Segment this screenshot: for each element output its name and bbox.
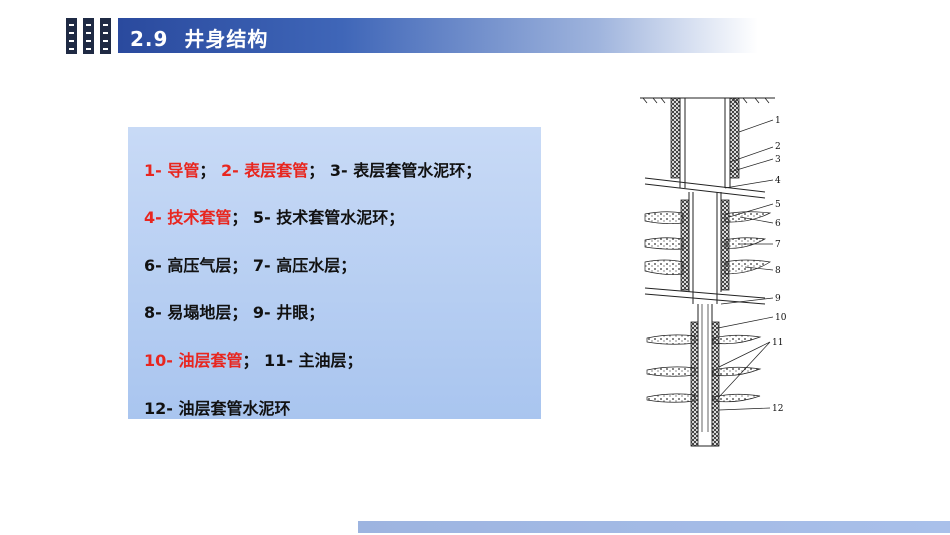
diagram-label-1: 1 bbox=[775, 116, 781, 126]
diagram-label-6: 6 bbox=[775, 219, 781, 229]
diagram-label-4: 4 bbox=[775, 176, 781, 186]
diagram-label-9: 9 bbox=[775, 294, 781, 304]
legend-line-3: 6- 高压气层； 7- 高压水层； bbox=[144, 252, 356, 276]
footer-bar bbox=[358, 521, 950, 533]
diagram-label-10: 10 bbox=[775, 313, 787, 323]
title-bar: 2.9 井身结构 bbox=[118, 18, 758, 53]
legend-line-6: 12- 油层套管水泥环 bbox=[144, 395, 290, 419]
legend-text: 6- 高压气层； 7- 高压水层； bbox=[144, 256, 357, 275]
legend-line-2: 4- 技术套管； 5- 技术套管水泥环； bbox=[144, 204, 404, 228]
section-number: 2.9 bbox=[130, 27, 169, 51]
legend-text: 2- 表层套管 bbox=[220, 161, 309, 180]
wellbore-diagram: 1 2 3 4 5 6 7 8 9 10 11 12 bbox=[640, 97, 787, 447]
diagram-label-5: 5 bbox=[775, 200, 781, 210]
legend-text: 8- 易塌地层； 9- 井眼； bbox=[144, 303, 325, 322]
diagram-label-11: 11 bbox=[772, 338, 783, 348]
section-title: 井身结构 bbox=[184, 27, 269, 51]
legend-line-4: 8- 易塌地层； 9- 井眼； bbox=[144, 299, 324, 323]
legend-text: ； 11- 主油层； bbox=[242, 351, 363, 370]
logo-icon bbox=[66, 18, 112, 54]
legend-text: 12- 油层套管水泥环 bbox=[144, 399, 291, 418]
diagram-label-3: 3 bbox=[775, 155, 781, 165]
legend-line-1: 1- 导管； 2- 表层套管； 3- 表层套管水泥环； bbox=[144, 157, 481, 181]
legend-text: 1- 导管 bbox=[144, 161, 200, 180]
legend-box: 1- 导管； 2- 表层套管； 3- 表层套管水泥环； 4- 技术套管； 5- … bbox=[128, 127, 541, 419]
diagram-label-2: 2 bbox=[775, 142, 781, 152]
legend-text: ； 3- 表层套管水泥环； bbox=[308, 161, 482, 180]
diagram-label-12: 12 bbox=[772, 404, 783, 414]
page-title: 2.9 井身结构 bbox=[130, 23, 268, 52]
legend-text: 4- 技术套管 bbox=[144, 208, 232, 227]
diagram-label-7: 7 bbox=[775, 240, 781, 250]
legend-line-5: 10- 油层套管； 11- 主油层； bbox=[144, 347, 363, 371]
legend-text: ； 5- 技术套管水泥环； bbox=[231, 208, 405, 227]
legend-text: 10- 油层套管 bbox=[144, 351, 243, 370]
diagram-label-8: 8 bbox=[775, 266, 781, 276]
legend-text: ； bbox=[199, 161, 221, 180]
